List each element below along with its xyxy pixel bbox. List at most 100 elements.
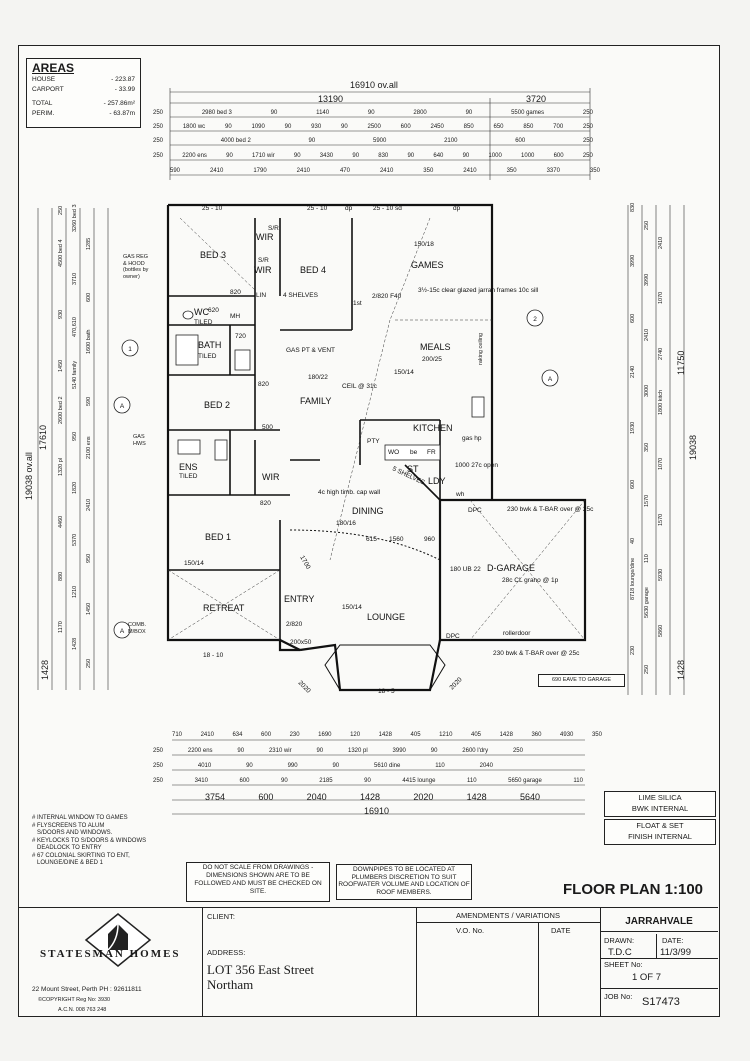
areas-row: TOTAL- 257.86m²: [32, 99, 135, 109]
shelves-label: 4 SHELVES: [283, 292, 319, 299]
room-family: FAMILY: [300, 396, 331, 406]
room-ldy: LDY: [428, 476, 446, 486]
note-line: # INTERNAL WINDOW TO GAMES: [32, 815, 128, 821]
gas-pt: GAS PT & VENT: [286, 347, 335, 354]
frames-note: 3½-15c clear glazed jarrah frames 10c si…: [418, 286, 539, 294]
dimension-value: 600: [630, 479, 636, 489]
amendments-col-date: DATE: [551, 926, 571, 935]
sheet-label: SHEET No:: [604, 960, 643, 969]
dimension-value: 600: [553, 153, 564, 159]
dimension-value: 2410: [209, 168, 224, 174]
dp-label-1: dp: [345, 205, 353, 212]
dimension-value: 470,610: [72, 316, 78, 337]
dimension-value: 4010: [197, 763, 212, 769]
dimension-value: 1428: [72, 637, 78, 651]
room-st: ST: [407, 464, 419, 474]
room-lin: LIN: [256, 292, 266, 299]
dimension-value: 5630 garage: [644, 587, 650, 619]
disclaimer-box: DO NOT SCALE FROM DRAWINGS - DIMENSIONS …: [186, 862, 330, 902]
dimension-value: 110: [644, 553, 650, 563]
dimension-value: 2100: [444, 138, 458, 144]
dpc-label-2: DPC: [446, 633, 460, 640]
dimension-value: 90: [407, 153, 415, 159]
dimension-value: 5610 dine: [373, 763, 401, 769]
downpipes-box: DOWNPIPES TO BE LOCATED AT PLUMBERS DISC…: [336, 864, 472, 900]
dimension-value: 990: [287, 763, 298, 769]
right-dimension-lines: [627, 205, 685, 695]
job-divider-v: [656, 934, 657, 958]
dim-820-a: 820: [230, 289, 241, 296]
bed1-ceiling: 150/14: [184, 560, 204, 567]
drawn-label: DRAWN:: [604, 936, 635, 945]
dimension-value: 1790: [253, 168, 267, 174]
dimension-value: 590: [86, 397, 92, 407]
address-line-2: Northam: [207, 977, 254, 992]
grid-bubble-a2: A: [548, 376, 553, 383]
sr-label-1: S/R: [268, 225, 279, 232]
dimension-value: 700: [553, 124, 564, 130]
areas-row-label: CARPORT: [32, 86, 64, 93]
dimension-value: 950: [72, 432, 78, 442]
company-acn: A.C.N. 008 763 248: [58, 1007, 107, 1013]
dimension-value: 2410: [658, 236, 664, 249]
dimension-value: 40: [630, 538, 636, 545]
dimension-value: 5900: [372, 138, 387, 144]
job-divider-2: [600, 988, 718, 989]
dimension-value: 90: [465, 110, 473, 116]
title-block: STATESMAN HOMES 22 Mount Street, Perth P…: [18, 907, 718, 1016]
note-line: S/DOORS AND WINDOWS.: [32, 830, 113, 836]
areas-row-value: - 257.86m²: [103, 100, 135, 107]
lounge-bay: [289, 529, 446, 691]
dimension-value: 230: [630, 645, 636, 656]
dimension-value: 5640: [519, 792, 540, 802]
room-wir-1: WIR: [256, 232, 274, 242]
dimension-value: 110: [435, 763, 445, 769]
areas-row-value: - 223.87: [111, 76, 135, 83]
dimension-value: 2410: [200, 732, 214, 738]
dimension-value: 830: [378, 153, 389, 159]
left-dimension-lines: [37, 208, 109, 690]
grid-bubble-2: 2: [533, 316, 537, 323]
dimension-value: 405: [471, 732, 482, 738]
dimension-value: 350: [589, 168, 600, 174]
dimension-value: 90: [246, 763, 253, 769]
room-wc-sub: TILED: [194, 319, 213, 326]
dimension-value: 1570: [644, 495, 650, 508]
dimension-value: 4460: [58, 516, 64, 529]
dimension-value: 3260 bed 3: [72, 204, 78, 233]
room-kitchen: KITCHEN: [413, 423, 453, 433]
dimension-value: 3754: [205, 792, 226, 802]
dim-overall-top: 16910 ov.all: [350, 80, 398, 90]
room-meals: MEALS: [420, 342, 451, 352]
note-line: LOUNGE/DINE & BED 1: [32, 860, 104, 866]
dimension-value: 2020: [413, 792, 434, 802]
dimension-value: 90: [293, 153, 301, 159]
room-retreat: RETREAT: [203, 603, 245, 613]
dimension-value: 3990: [644, 273, 650, 286]
address-line-1: LOT 356 East Street: [207, 962, 314, 977]
bwk-note-2: 230 bwk & T-BAR over @ 25c: [493, 650, 580, 657]
company-copyright: ©COPYRIGHT Reg No: 3930: [38, 997, 111, 1003]
grid-bubble-1: 1: [128, 346, 132, 353]
dimension-value: 2310 wir: [268, 748, 292, 754]
areas-title: AREAS: [32, 61, 75, 75]
room-bed2: BED 2: [204, 400, 230, 410]
dimension-value: 3410: [194, 778, 208, 784]
dimension-value: 2600 l'dry: [462, 748, 489, 754]
dimension-value: 4000 bed 2: [220, 138, 251, 144]
dimension-value: 1428: [466, 792, 487, 802]
dimension-value: 4415 lounge: [402, 778, 436, 784]
dimension-value: 1570: [658, 513, 664, 526]
dimension-value: 3370: [546, 168, 560, 174]
dimension-value: 250: [153, 153, 164, 159]
dimension-value: 90: [341, 124, 348, 130]
gas-reg-note: GAS REG & HOOD (bottles by owner): [123, 254, 149, 280]
dimension-value: 2100 ens: [86, 436, 92, 459]
dimension-value: 4930: [560, 732, 574, 738]
dimension-value: 1800 kitch: [658, 389, 664, 416]
